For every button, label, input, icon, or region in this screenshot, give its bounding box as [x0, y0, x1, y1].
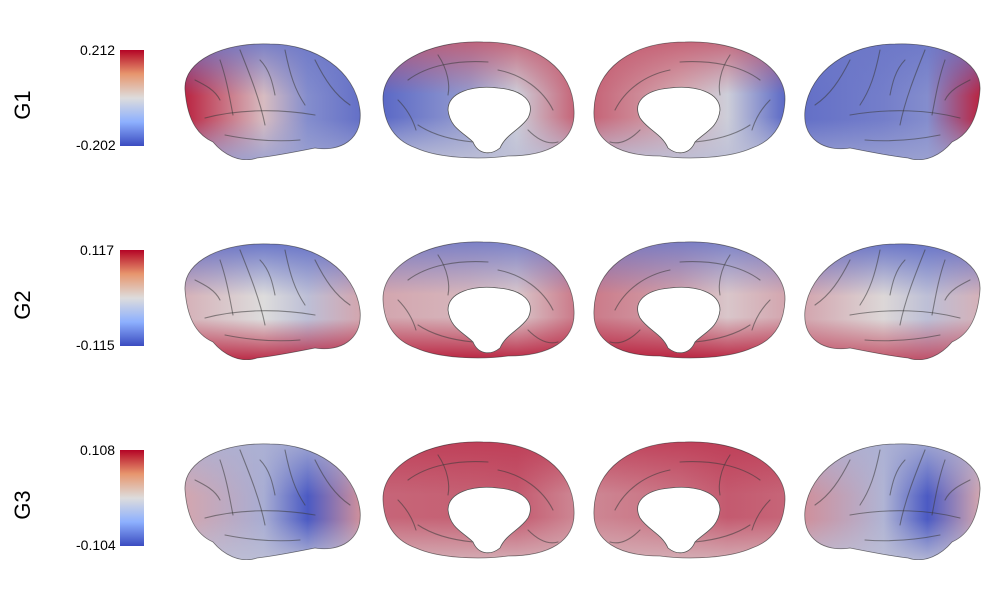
brain-surface-right-medial: [593, 441, 786, 559]
brain-surface-right-lateral: [804, 243, 981, 360]
brain-surface-left-medial: [382, 241, 575, 359]
brain-left-lateral: [165, 230, 365, 360]
brain-left-medial: [378, 30, 578, 160]
colorbar: [120, 250, 144, 346]
brain-right-medial: [590, 430, 790, 560]
colorbar: [120, 50, 144, 146]
row-label: G3: [10, 490, 35, 520]
brain-right-medial: [590, 230, 790, 360]
brain-right-lateral: [800, 30, 1000, 160]
brain-surface-right-lateral: [804, 43, 981, 160]
gradient-row-g1: G1 0.212 -0.202: [0, 5, 1000, 205]
colorbar: [120, 450, 144, 546]
brain-surface-left-lateral: [184, 243, 361, 360]
brain-surface-left-medial: [382, 41, 575, 159]
brain-left-lateral: [165, 30, 365, 160]
gradient-row-g2: G2 0.117 -0.115: [0, 205, 1000, 405]
colorbar-min-label: -0.115: [76, 337, 115, 353]
brain-surface-right-lateral: [804, 443, 981, 560]
brain-right-medial: [590, 30, 790, 160]
colorbar-min-label: -0.104: [76, 537, 116, 553]
brain-surface-right-medial: [593, 241, 786, 359]
colorbar-min-label: -0.202: [76, 137, 116, 153]
row-label: G1: [10, 90, 35, 120]
brain-right-lateral: [800, 230, 1000, 360]
brain-surface-right-medial: [593, 41, 786, 159]
gradient-row-g3: G3 0.108 -0.104: [0, 405, 1000, 605]
brain-right-lateral: [800, 430, 1000, 560]
brain-left-medial: [378, 230, 578, 360]
brain-surface-left-medial: [382, 441, 575, 559]
brain-surface-left-lateral: [184, 443, 361, 560]
row-label: G2: [10, 290, 35, 320]
colorbar-max-label: 0.212: [80, 42, 116, 58]
brain-left-lateral: [165, 430, 365, 560]
colorbar-max-label: 0.108: [80, 442, 116, 458]
brain-left-medial: [378, 430, 578, 560]
colorbar-max-label: 0.117: [80, 242, 114, 258]
brain-surface-left-lateral: [184, 43, 361, 160]
